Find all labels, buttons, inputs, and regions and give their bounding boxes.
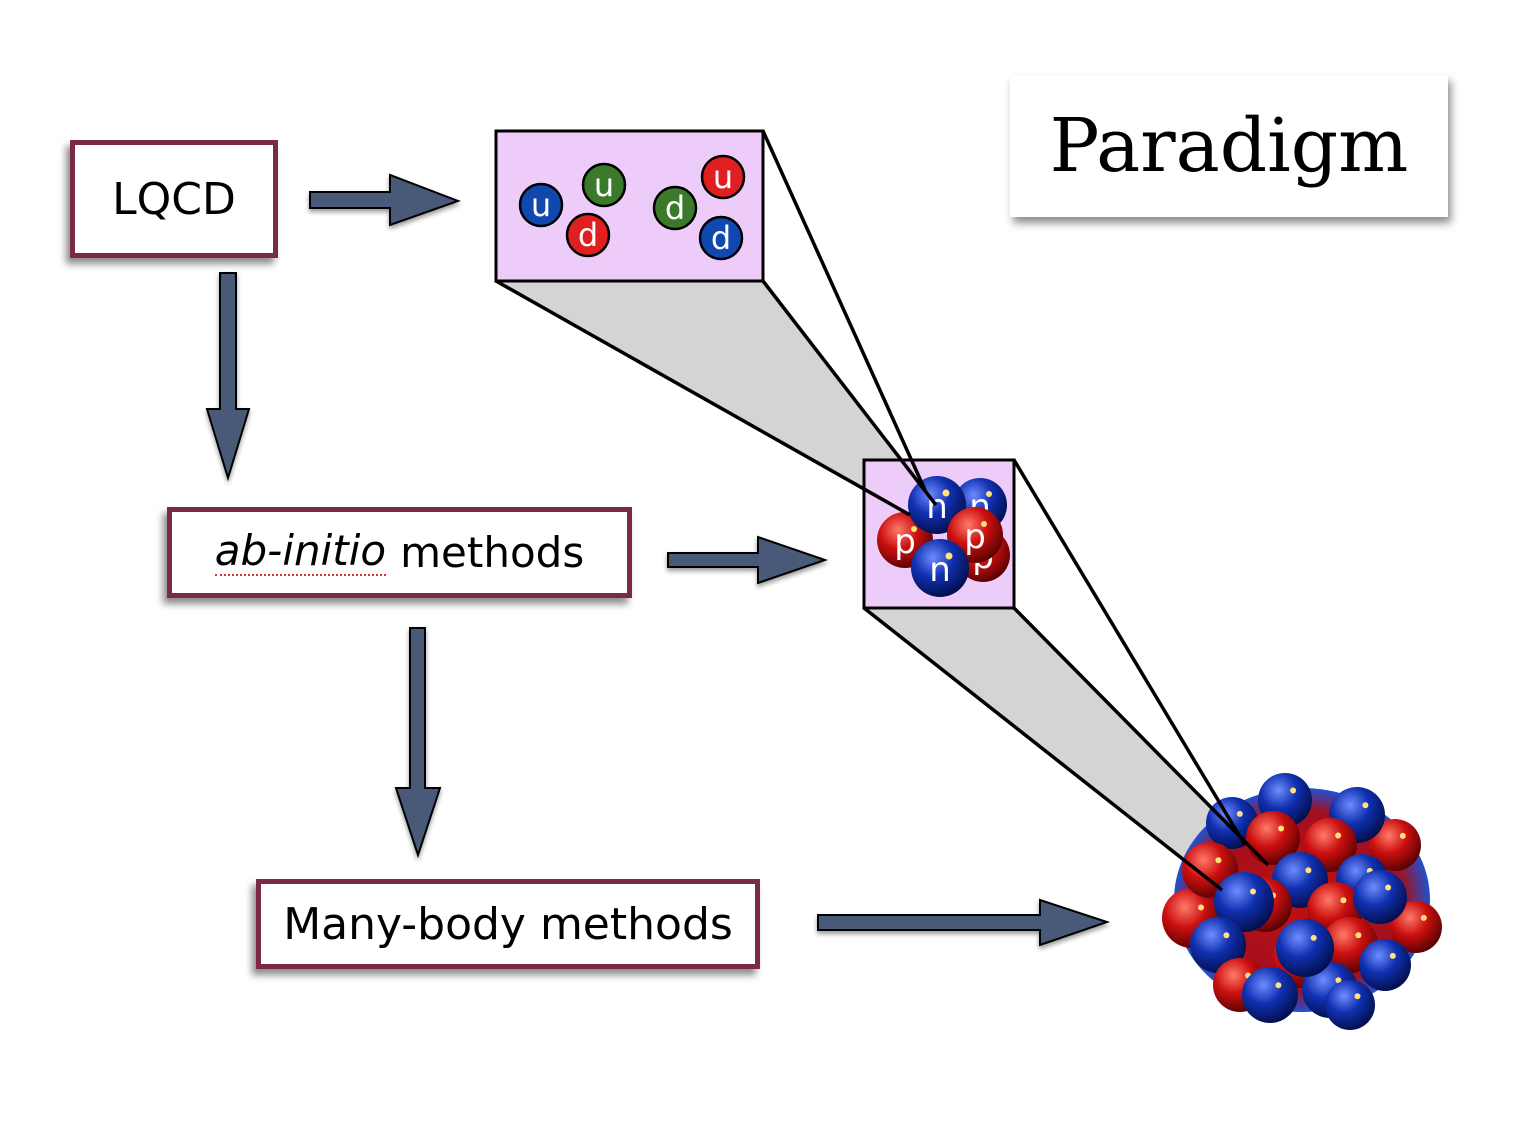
arrow-manybody-to-nucleus <box>817 898 1111 947</box>
quark-u-red: u <box>700 154 746 200</box>
nucleus-neutron <box>1325 980 1375 1030</box>
nucleon-n: n <box>911 539 969 597</box>
svg-text:p: p <box>894 522 916 562</box>
svg-text:d: d <box>711 219 731 257</box>
nucleus-proton <box>1390 901 1442 953</box>
nucleus-neutron <box>1242 967 1298 1023</box>
nucleus-proton <box>1246 811 1300 865</box>
nucleus-neutron <box>1276 919 1334 977</box>
ab-initio-label-italic: ab-initio <box>214 526 387 576</box>
nucleus-highlight <box>1275 982 1282 989</box>
arrow-lqcd-to-abinitio <box>205 272 251 482</box>
nucleus-cluster <box>1162 773 1442 1030</box>
nucleus-highlight <box>1399 832 1406 839</box>
nucleus-highlight <box>1340 897 1347 904</box>
many-body-label: Many-body methods <box>283 898 733 950</box>
nucleus-highlight <box>1354 993 1361 1000</box>
quark-d-blue: d <box>698 215 744 261</box>
nucleus-highlight <box>1278 825 1285 832</box>
lqcd-label: LQCD <box>112 173 236 225</box>
nucleus-highlight <box>1355 932 1362 939</box>
svg-text:p: p <box>964 517 986 557</box>
svg-text:u: u <box>713 158 733 196</box>
lqcd-box: LQCD <box>70 140 278 258</box>
arrow-lqcd-to-quarks <box>309 173 461 227</box>
svg-text:n: n <box>929 550 951 590</box>
page-title: Paradigm <box>1049 103 1409 189</box>
nucleus-highlight <box>1250 888 1256 895</box>
svg-text:u: u <box>531 186 551 224</box>
nucleus-neutron <box>1353 870 1407 924</box>
ab-initio-label-rest: methods <box>400 528 585 577</box>
nucleus-highlight <box>1198 904 1204 911</box>
quark-d-green: d <box>652 185 698 231</box>
svg-text:n: n <box>926 487 948 527</box>
nucleon-panel: n p p n p n <box>862 458 1016 610</box>
quark-d-red: d <box>565 212 611 258</box>
nucleus-neutron <box>1190 917 1246 973</box>
nucleus-highlight <box>1335 832 1342 839</box>
nucleus-neutron <box>1359 939 1411 991</box>
zoom-cone-quarks <box>496 281 936 515</box>
nucleus-highlight <box>1223 932 1230 939</box>
nucleus-highlight <box>1305 867 1312 874</box>
nucleus-highlight <box>1385 884 1392 891</box>
nucleus-highlight <box>1420 914 1427 921</box>
svg-text:d: d <box>665 189 685 227</box>
many-body-methods-box: Many-body methods <box>256 879 760 969</box>
ab-initio-methods-box: ab-initio methods <box>167 507 632 598</box>
zoom-lines <box>495 130 1270 892</box>
nucleus-highlight <box>1215 857 1222 864</box>
nucleus-highlight <box>1335 977 1342 984</box>
nucleus-highlight <box>1290 787 1297 794</box>
arrow-abinitio-to-manybody <box>394 627 442 859</box>
nucleus-highlight <box>1236 810 1243 817</box>
zoom-cone-nucleons <box>864 608 1268 890</box>
svg-text:d: d <box>578 216 598 254</box>
nucleus-proton <box>1369 819 1421 871</box>
title-card: Paradigm <box>1010 75 1448 217</box>
quark-panel: u u d d u d <box>494 129 765 283</box>
arrow-abinitio-to-nucleons <box>667 535 829 585</box>
svg-text:u: u <box>594 166 614 204</box>
quark-u-green: u <box>581 162 627 208</box>
nucleus-neutron <box>1214 872 1274 932</box>
nucleus-highlight <box>1310 934 1317 941</box>
nucleus-highlight <box>1362 802 1369 809</box>
nucleus-highlight <box>1389 952 1396 959</box>
quark-u-blue: u <box>518 182 564 228</box>
